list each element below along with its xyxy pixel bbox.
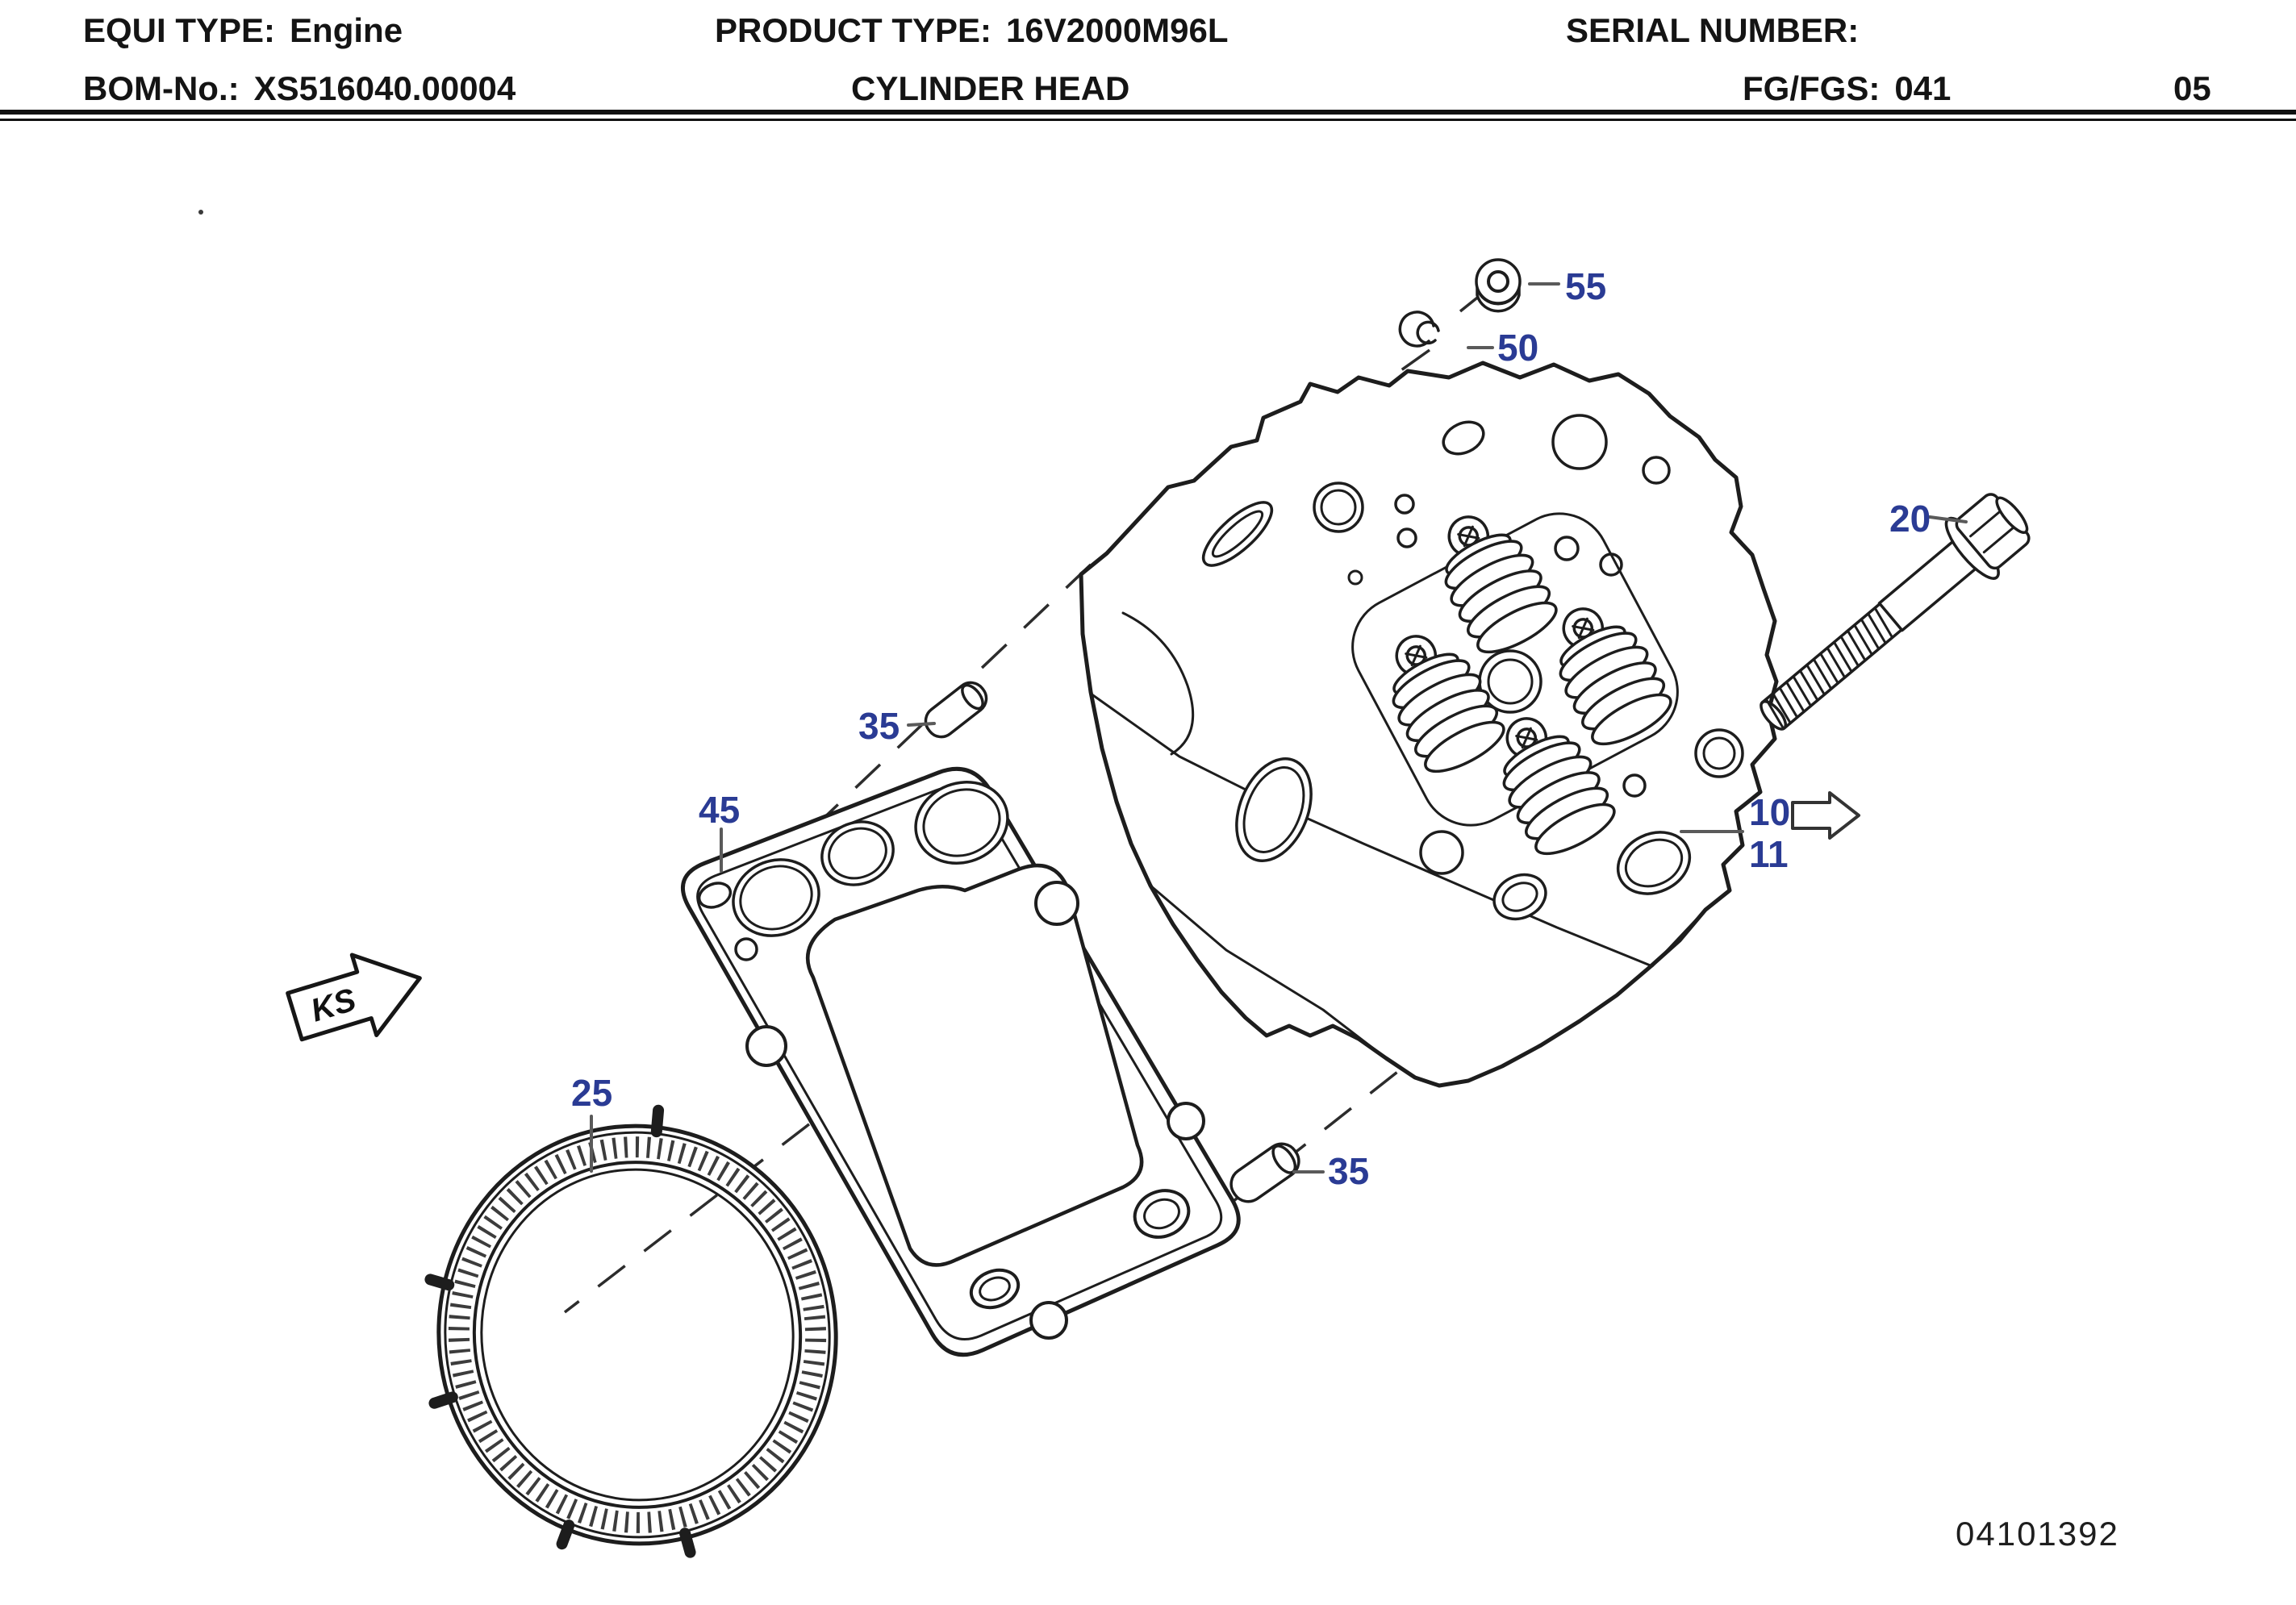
header-rule-thin — [0, 119, 2296, 121]
equi-type-label: EQUI TYPE: — [83, 11, 276, 49]
serial-number-field: SERIAL NUMBER: — [1566, 11, 1859, 50]
bom-value: XS516040.00004 — [253, 69, 516, 107]
callout-35-upper: 35 — [858, 705, 900, 747]
callout-50: 50 — [1497, 327, 1538, 369]
figure-number: 04101392 — [1956, 1515, 2119, 1553]
product-type-field: PRODUCT TYPE: 16V2000M96L — [715, 11, 1229, 50]
cylinder-head-part — [1079, 361, 1779, 1088]
dowel-pin-part-35-upper — [924, 681, 988, 739]
callout-20: 20 — [1889, 498, 1931, 540]
ks-direction-marker: KS — [286, 953, 422, 1042]
seal-ring-part-25 — [424, 1104, 838, 1558]
equi-type-value: Engine — [290, 11, 403, 49]
leader-lines — [590, 282, 1968, 1174]
fg-fgs-value: 041 — [1894, 69, 1952, 107]
callout-55: 55 — [1565, 265, 1606, 307]
cylinder-head-gasket-part-45 — [680, 766, 1241, 1357]
ks-arrow-icon — [286, 953, 422, 1042]
sheet-title: CYLINDER HEAD — [851, 69, 1130, 107]
bolt-part-20 — [1760, 493, 2031, 731]
page-code: 05 — [2173, 69, 2211, 107]
view-direction-arrow-icon — [1791, 791, 1860, 840]
callout-25: 25 — [571, 1072, 612, 1114]
serial-number-label: SERIAL NUMBER: — [1566, 11, 1860, 49]
page-title: CYLINDER HEAD — [851, 69, 1129, 108]
retaining-ring-part-50 — [1398, 311, 1440, 348]
equi-type-field: EQUI TYPE: Engine — [83, 11, 403, 50]
callout-11: 11 — [1749, 833, 1789, 875]
product-type-label: PRODUCT TYPE: — [715, 11, 992, 49]
callout-10: 10 — [1749, 791, 1790, 833]
callout-labels: 55 50 20 35 45 10 11 35 25 — [571, 265, 1931, 1192]
bom-label: BOM-No.: — [83, 69, 240, 107]
nut-part-55 — [1475, 258, 1522, 313]
callout-35-lower: 35 — [1328, 1150, 1369, 1192]
seal-ring-tabs — [424, 1104, 696, 1558]
bom-field: BOM-No.: XS516040.00004 — [83, 69, 516, 108]
stray-dot — [198, 210, 203, 215]
callout-45: 45 — [699, 789, 740, 831]
product-type-value: 16V2000M96L — [1006, 11, 1229, 49]
fg-fgs-field: FG/FGS: 041 — [1743, 69, 1951, 108]
fg-fgs-label: FG/FGS: — [1743, 69, 1881, 107]
header-rule-thick — [0, 110, 2296, 115]
